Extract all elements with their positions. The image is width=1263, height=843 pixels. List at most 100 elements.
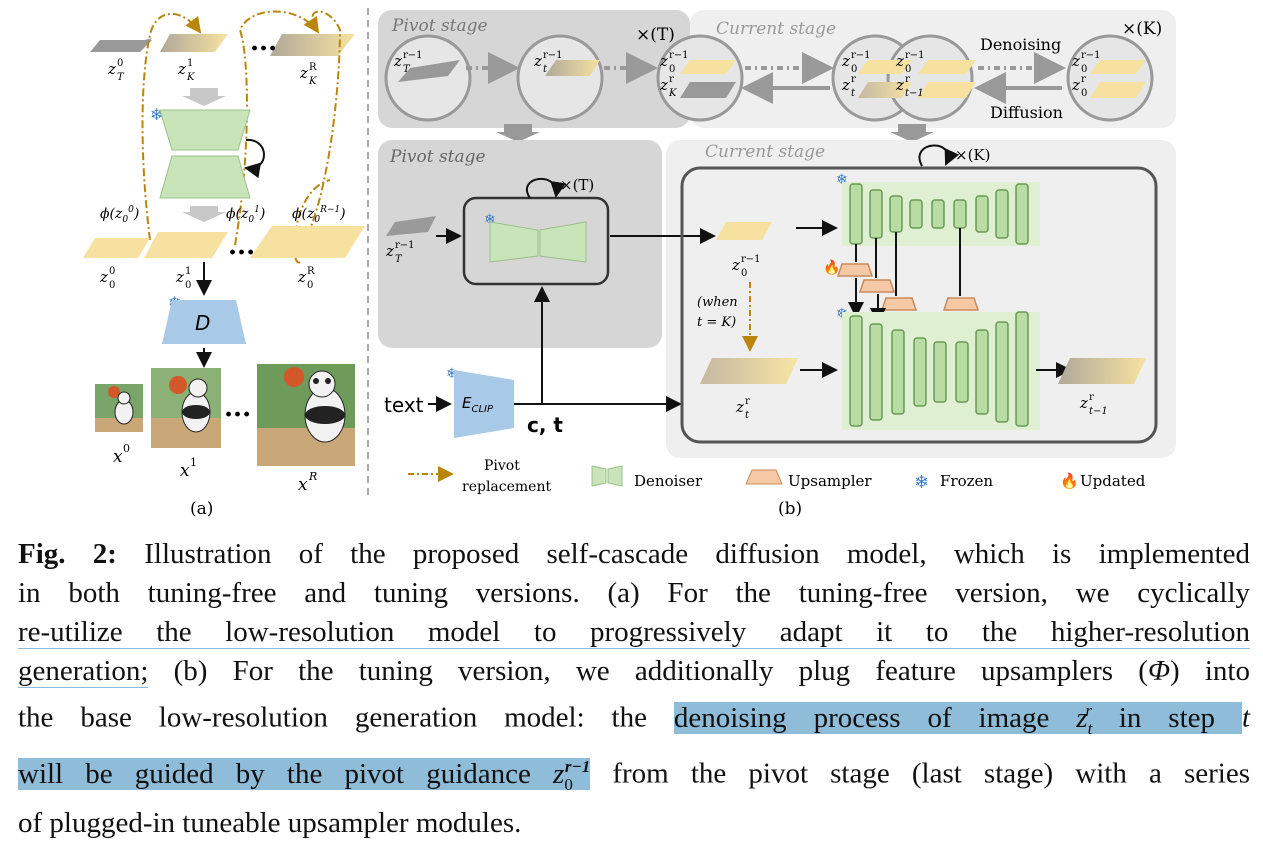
svg-text:Denoising: Denoising bbox=[980, 35, 1061, 54]
svg-text:Updated: Updated bbox=[1080, 472, 1146, 490]
svg-text:z: z bbox=[1071, 76, 1080, 94]
svg-text:z: z bbox=[297, 268, 306, 286]
caption-line-4: generation; (b) For the tuning version, … bbox=[18, 655, 1250, 688]
gray-arrow-a1 bbox=[182, 88, 226, 106]
circle-z0-final bbox=[1066, 34, 1154, 122]
panel-a: ... z T 0 z K 1 z K R ❄ ϕ(z00) ϕ(z01) ϕ(… bbox=[83, 10, 365, 519]
latent-zKR bbox=[270, 34, 355, 56]
svg-text:❄: ❄ bbox=[836, 306, 848, 322]
svg-text:0: 0 bbox=[123, 442, 130, 455]
svg-text:replacement: replacement bbox=[462, 479, 551, 495]
latent-zK1 bbox=[160, 34, 228, 52]
panel-b: Pivot stage Current stage ×(T) ×(K) z T … bbox=[378, 10, 1176, 519]
svg-text:r: r bbox=[905, 74, 910, 85]
svg-text:z: z bbox=[177, 60, 186, 78]
svg-text:T: T bbox=[395, 254, 403, 265]
legend: Pivot replacement Denoiser Upsampler ❄ F… bbox=[408, 458, 1146, 495]
svg-text:z: z bbox=[735, 398, 744, 416]
circle-zt bbox=[516, 34, 604, 122]
caption-line-6: will be guided by the pivot guidance z0r… bbox=[18, 757, 1250, 794]
caption-line-7: of plugged-in tuneable upsampler modules… bbox=[18, 806, 522, 839]
svg-text:x: x bbox=[298, 475, 308, 495]
svg-text:T: T bbox=[403, 64, 411, 75]
svg-text:z: z bbox=[107, 60, 116, 78]
svg-text:z: z bbox=[533, 52, 542, 70]
circle-zt1-current bbox=[886, 34, 974, 122]
svg-text:R: R bbox=[307, 266, 315, 277]
panel-b-caption: (b) bbox=[778, 499, 802, 519]
highlight-2: will be guided by the pivot guidance z0r… bbox=[18, 757, 591, 794]
svg-text:1: 1 bbox=[187, 58, 193, 69]
svg-text:(when: (when bbox=[697, 295, 738, 310]
latent-z01 bbox=[144, 232, 228, 258]
phi-label-0: ϕ(z00) bbox=[100, 205, 139, 225]
pivot-replacement-loop-3 bbox=[299, 10, 342, 251]
svg-text:0: 0 bbox=[1081, 64, 1087, 75]
svg-text:Pivot stage: Pivot stage bbox=[391, 16, 488, 36]
svg-text:Current stage: Current stage bbox=[716, 19, 836, 39]
svg-text:z: z bbox=[895, 76, 904, 94]
svg-text:0: 0 bbox=[741, 268, 747, 279]
latent-z0R bbox=[250, 226, 365, 258]
svg-text:r: r bbox=[745, 396, 750, 407]
decoder bbox=[162, 300, 246, 344]
caption-line-3: re-utilize the low-resolution model to p… bbox=[18, 616, 1250, 649]
caption-line-1: Fig. 2: Illustration of the proposed sel… bbox=[18, 538, 1251, 570]
svg-text:t−1: t−1 bbox=[1089, 406, 1108, 417]
svg-text:t: t bbox=[851, 88, 856, 99]
svg-text:z: z bbox=[731, 256, 740, 274]
svg-text:t: t bbox=[543, 64, 548, 75]
image-xR bbox=[257, 364, 355, 466]
svg-text:r−1: r−1 bbox=[1081, 50, 1101, 61]
svg-text:r−1: r−1 bbox=[905, 50, 925, 61]
svg-text:r−1: r−1 bbox=[851, 50, 871, 61]
gray-arrow-a2 bbox=[182, 206, 226, 222]
svg-text:text: text bbox=[384, 393, 424, 417]
svg-text:×(K): ×(K) bbox=[1122, 19, 1162, 39]
svg-text:r−1: r−1 bbox=[395, 240, 415, 251]
svg-text:0: 0 bbox=[109, 266, 115, 277]
svg-text:0: 0 bbox=[109, 280, 115, 291]
svg-text:z: z bbox=[659, 52, 668, 70]
svg-text:K: K bbox=[308, 76, 317, 87]
phi-label-R: ϕ(z0R−1) bbox=[292, 205, 346, 225]
svg-text:z: z bbox=[1079, 394, 1088, 412]
svg-text:z: z bbox=[99, 268, 108, 286]
svg-text:Upsampler: Upsampler bbox=[788, 472, 872, 490]
svg-text:Frozen: Frozen bbox=[940, 472, 993, 490]
svg-text:Pivot stage: Pivot stage bbox=[389, 147, 486, 167]
upper-unet-blocks bbox=[849, 183, 1029, 245]
lower-unet-blocks bbox=[849, 311, 1029, 427]
loop-arrow-a bbox=[244, 138, 265, 179]
svg-text:T: T bbox=[117, 72, 125, 83]
svg-text:0: 0 bbox=[851, 64, 857, 75]
svg-text:r: r bbox=[1081, 74, 1086, 85]
latent-z00 bbox=[83, 238, 150, 258]
upsamplers bbox=[836, 263, 980, 311]
svg-text:r−1: r−1 bbox=[669, 50, 689, 61]
phi-label-1: ϕ(z01) bbox=[226, 205, 265, 225]
figure-diagram: ... z T 0 z K 1 z K R ❄ ϕ(z00) ϕ(z01) ϕ(… bbox=[83, 8, 1176, 519]
svg-text:0: 0 bbox=[307, 280, 313, 291]
svg-text:r−1: r−1 bbox=[741, 254, 761, 265]
caption-line-5: the base low-resolution generation model… bbox=[18, 701, 1250, 738]
svg-text:0: 0 bbox=[669, 64, 675, 75]
svg-text:Current stage: Current stage bbox=[705, 142, 825, 162]
svg-text:0: 0 bbox=[905, 64, 911, 75]
svg-text:r: r bbox=[851, 74, 856, 85]
pivot-denoiser bbox=[489, 221, 539, 263]
svg-text:c, t: c, t bbox=[527, 413, 563, 437]
legend-upsampler-icon bbox=[745, 469, 783, 485]
fig-label: Fig. 2: bbox=[18, 538, 117, 570]
svg-text:Denoiser: Denoiser bbox=[634, 472, 703, 490]
svg-text:❄: ❄ bbox=[836, 172, 848, 188]
legend-denoiser-icon bbox=[591, 465, 607, 487]
svg-text:t = K): t = K) bbox=[697, 315, 736, 330]
ellipsis-bottom: ... bbox=[228, 231, 255, 261]
svg-text:r−1: r−1 bbox=[543, 50, 563, 61]
figure-caption: Fig. 2: Illustration of the proposed sel… bbox=[18, 535, 1250, 843]
svg-text:×(K): ×(K) bbox=[955, 146, 990, 164]
svg-text:Diffusion: Diffusion bbox=[990, 103, 1063, 122]
svg-text:0: 0 bbox=[185, 280, 191, 291]
highlight-1: denoising process of image ztr in step bbox=[673, 701, 1242, 738]
